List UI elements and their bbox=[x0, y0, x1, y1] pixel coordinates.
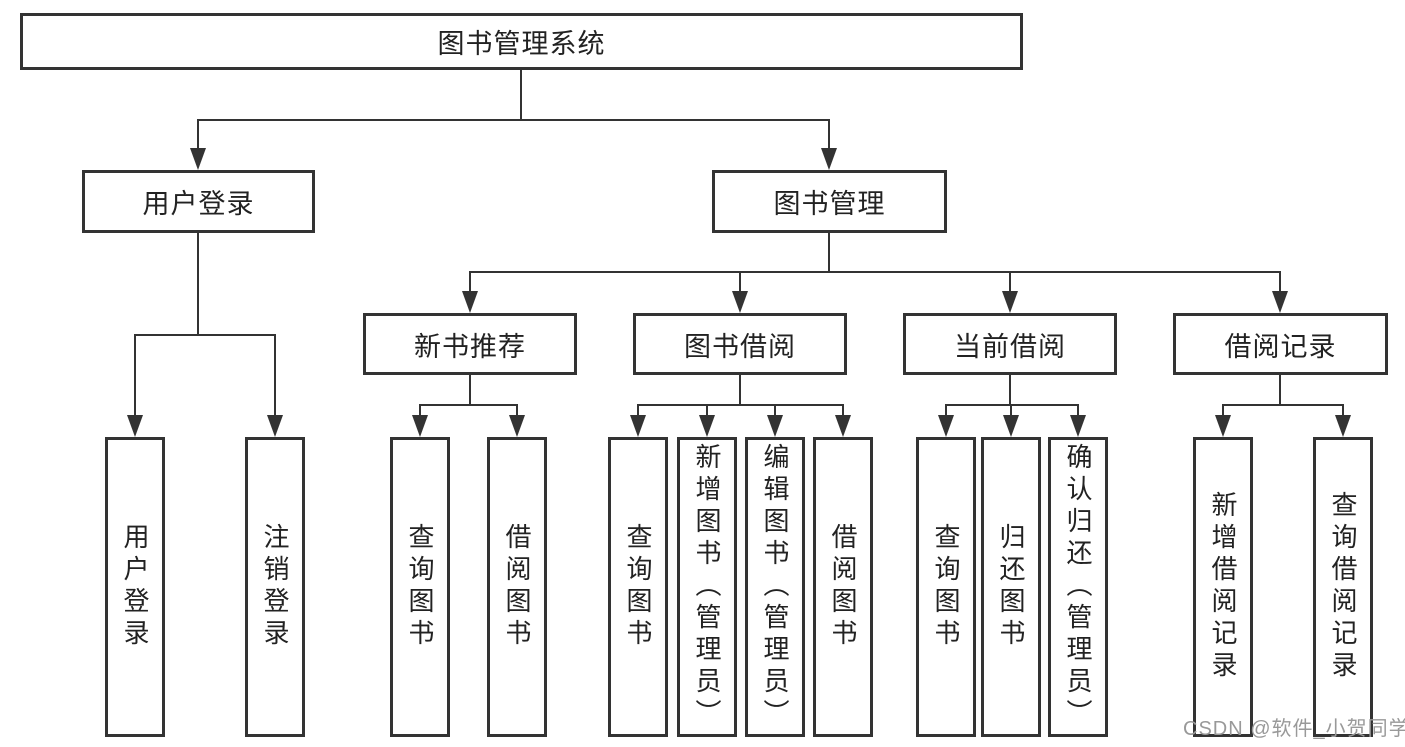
leaf-records-add-record: 新增借阅记录 bbox=[1193, 437, 1253, 737]
node-new-book-recommendation: 新书推荐 bbox=[363, 313, 577, 375]
arrowhead-icon bbox=[267, 415, 283, 437]
csdn-watermark: CSDN @软件_小贺同学 bbox=[1183, 718, 1405, 740]
arrowhead-icon bbox=[938, 415, 954, 437]
leaf-borrow-borrow-books: 借阅图书 bbox=[813, 437, 873, 737]
arrowhead-icon bbox=[835, 415, 851, 437]
arrowhead-icon bbox=[630, 415, 646, 437]
leaf-logout: 注销登录 bbox=[245, 437, 305, 737]
arrowhead-icon bbox=[1215, 415, 1231, 437]
node-label: 查询图书 bbox=[931, 523, 961, 651]
leaf-borrow-query-books: 查询图书 bbox=[608, 437, 668, 737]
node-user-login: 用户登录 bbox=[82, 170, 315, 233]
node-current-borrowing: 当前借阅 bbox=[903, 313, 1117, 375]
node-label: 图书借阅 bbox=[684, 331, 796, 362]
leaf-recommend-borrow-books: 借阅图书 bbox=[487, 437, 547, 737]
node-label: 借阅图书 bbox=[828, 523, 858, 651]
node-label: 查询图书 bbox=[623, 523, 653, 651]
arrowhead-icon bbox=[1272, 291, 1288, 313]
arrowhead-icon bbox=[509, 415, 525, 437]
arrowhead-icon bbox=[1335, 415, 1351, 437]
leaf-current-confirm-return-admin: 确认归还（管理员） bbox=[1048, 437, 1108, 737]
leaf-current-return-books: 归还图书 bbox=[981, 437, 1041, 737]
leaf-recommend-query-books: 查询图书 bbox=[390, 437, 450, 737]
leaf-records-query-record: 查询借阅记录 bbox=[1313, 437, 1373, 737]
arrowhead-icon bbox=[732, 291, 748, 313]
node-label: 借阅记录 bbox=[1224, 331, 1337, 362]
node-label: 用户登录 bbox=[120, 523, 150, 651]
node-label: 归还图书 bbox=[996, 523, 1026, 651]
node-label: 借阅图书 bbox=[502, 523, 532, 651]
node-label: 新增图书（管理员） bbox=[692, 443, 722, 731]
arrowhead-icon bbox=[1002, 291, 1018, 313]
node-label: 图书管理系统 bbox=[437, 29, 606, 59]
node-label: 查询借阅记录 bbox=[1328, 491, 1358, 683]
arrowhead-icon bbox=[1070, 415, 1086, 437]
node-label: 用户登录 bbox=[142, 189, 255, 219]
node-label: 新增借阅记录 bbox=[1208, 491, 1238, 683]
node-label: 确认归还（管理员） bbox=[1063, 443, 1093, 731]
node-label: 新书推荐 bbox=[414, 331, 526, 362]
node-borrowing-records: 借阅记录 bbox=[1173, 313, 1388, 375]
arrowhead-icon bbox=[821, 148, 837, 170]
leaf-borrow-add-books-admin: 新增图书（管理员） bbox=[677, 437, 737, 737]
arrowhead-icon bbox=[699, 415, 715, 437]
arrowhead-icon bbox=[1003, 415, 1019, 437]
node-label: 图书管理 bbox=[773, 189, 886, 219]
node-label: 查询图书 bbox=[405, 523, 435, 651]
arrowhead-icon bbox=[127, 415, 143, 437]
leaf-borrow-edit-books-admin: 编辑图书（管理员） bbox=[745, 437, 805, 737]
node-book-management: 图书管理 bbox=[712, 170, 947, 233]
node-label: 当前借阅 bbox=[954, 331, 1066, 362]
arrowhead-icon bbox=[190, 148, 206, 170]
arrowhead-icon bbox=[412, 415, 428, 437]
node-label: 注销登录 bbox=[260, 523, 290, 651]
arrowhead-icon bbox=[767, 415, 783, 437]
node-label: 编辑图书（管理员） bbox=[760, 443, 790, 731]
arrowhead-icon bbox=[462, 291, 478, 313]
leaf-current-query-books: 查询图书 bbox=[916, 437, 976, 737]
node-library-management-system: 图书管理系统 bbox=[20, 13, 1023, 70]
node-book-borrowing: 图书借阅 bbox=[633, 313, 847, 375]
leaf-user-login: 用户登录 bbox=[105, 437, 165, 737]
